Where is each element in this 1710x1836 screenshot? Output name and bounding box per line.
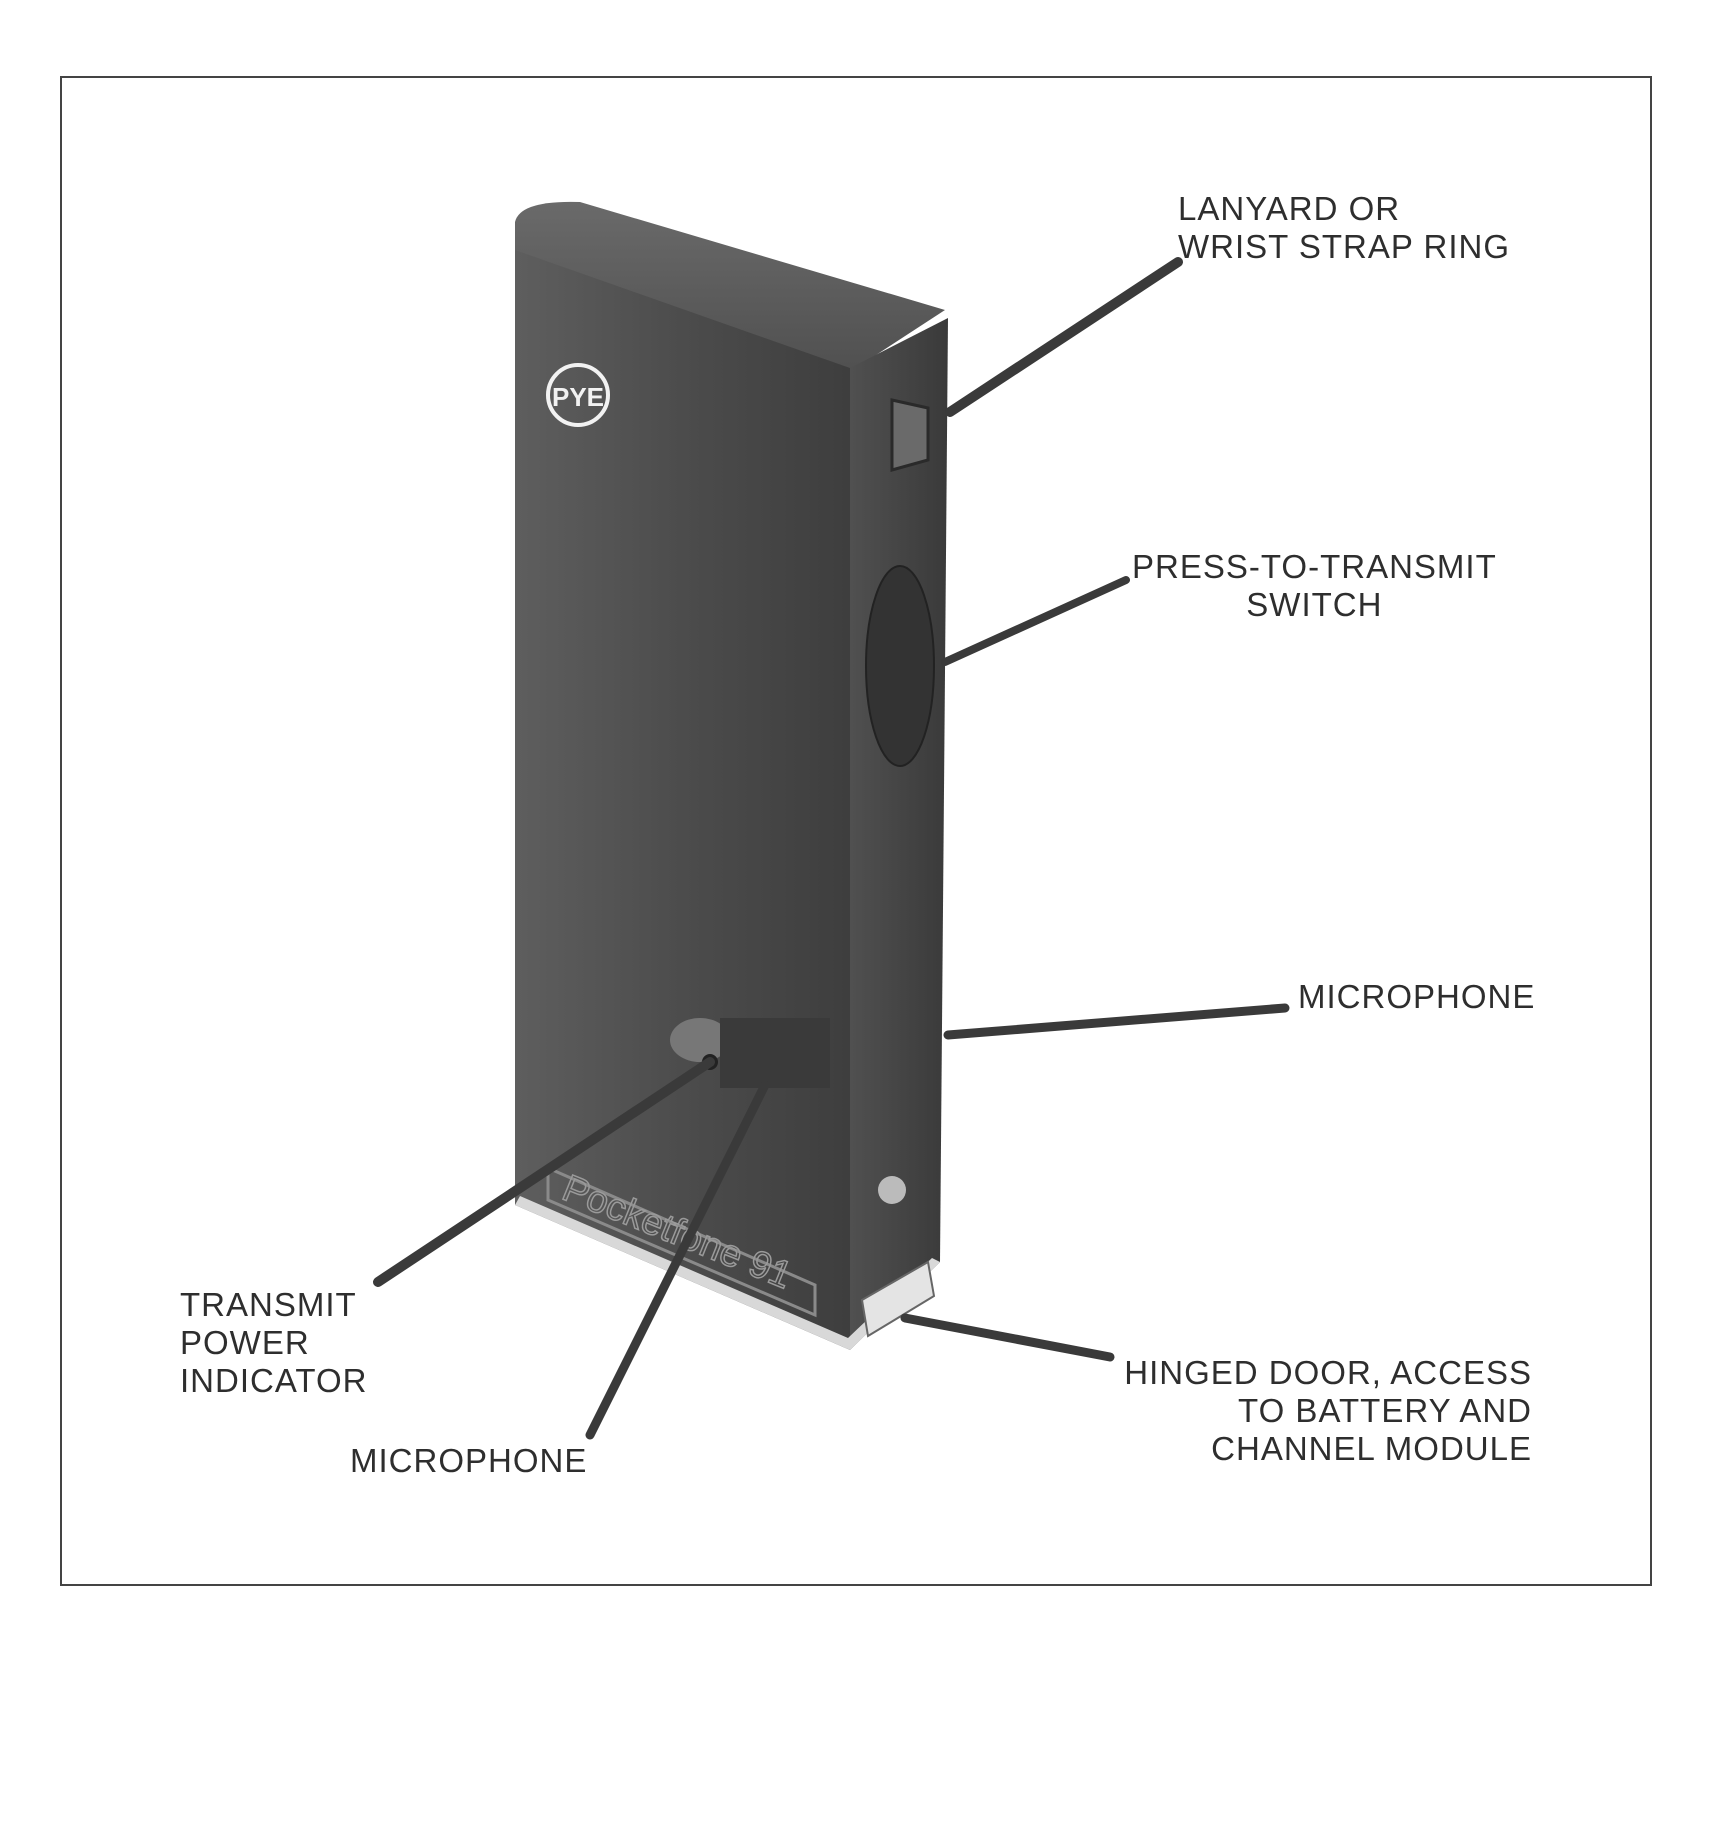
leader-mic-bottom	[585, 1080, 770, 1440]
leader-lines	[373, 257, 1290, 1440]
label-microphone-bottom: MICROPHONE	[350, 1442, 587, 1480]
svg-text:PYE: PYE	[552, 382, 604, 412]
leader-ptt	[941, 576, 1130, 666]
label-lanyard-ring: LANYARD OR WRIST STRAP RING	[1178, 190, 1510, 266]
leader-tx-indicator	[373, 1057, 715, 1287]
front-microphone-area	[670, 1018, 830, 1088]
label-transmit-power-indicator: TRANSMIT POWER INDICATOR	[180, 1286, 367, 1400]
leader-hinged-door	[900, 1313, 1115, 1362]
diagram-frame	[60, 76, 1652, 1586]
hinged-door	[860, 1260, 936, 1338]
label-door-line2: TO BATTERY AND	[1238, 1392, 1532, 1429]
radio-top-face	[515, 201, 945, 372]
radio-side-face	[850, 318, 948, 1350]
label-tx-line2: POWER	[180, 1324, 310, 1361]
label-lanyard-line2: WRIST STRAP RING	[1178, 228, 1510, 265]
label-lanyard-line1: LANYARD OR	[1178, 190, 1401, 227]
label-ptt-switch: PRESS-TO-TRANSMIT SWITCH	[1132, 548, 1497, 624]
label-tx-line1: TRANSMIT	[180, 1286, 357, 1323]
ptt-switch	[865, 565, 935, 767]
label-tx-line3: INDICATOR	[180, 1362, 368, 1399]
pye-logo: PYE	[546, 363, 610, 427]
label-microphone-right: MICROPHONE	[1298, 978, 1535, 1016]
label-mic-right-text: MICROPHONE	[1298, 978, 1536, 1015]
label-door-line3: CHANNEL MODULE	[1211, 1430, 1532, 1467]
label-mic-bottom-text: MICROPHONE	[350, 1442, 588, 1479]
lanyard-ring	[890, 398, 930, 472]
label-ptt-line1: PRESS-TO-TRANSMIT	[1132, 548, 1497, 585]
label-hinged-door: HINGED DOOR, ACCESS TO BATTERY AND CHANN…	[1116, 1354, 1532, 1468]
label-ptt-line2: SWITCH	[1246, 586, 1383, 623]
label-door-line1: HINGED DOOR, ACCESS	[1124, 1354, 1532, 1391]
leader-lanyard	[945, 257, 1183, 417]
side-microphone-hole	[878, 1176, 906, 1204]
leader-mic-right	[943, 1003, 1290, 1040]
